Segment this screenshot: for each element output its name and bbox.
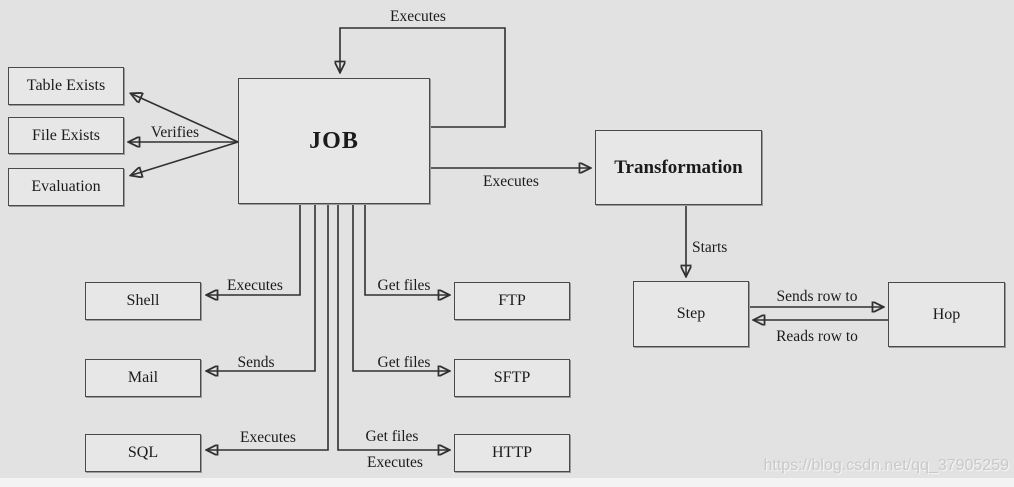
node-http: HTTP: [454, 434, 570, 472]
node-file-exists: File Exists: [8, 117, 124, 154]
node-mail: Mail: [85, 359, 201, 397]
edge-label-sql-executes: Executes: [240, 429, 296, 446]
edge-job-mail: [208, 204, 316, 371]
edge-job-sftp: [352, 204, 448, 371]
csdn-watermark: https://blog.csdn.net/qq_37905259: [763, 457, 1009, 474]
edge-job-table-exists: [132, 94, 239, 143]
node-ftp: FTP: [454, 282, 570, 320]
node-table-exists: Table Exists: [8, 67, 124, 105]
edge-label-reads-row-to: Reads row to: [776, 328, 858, 345]
node-sql: SQL: [85, 434, 201, 472]
bottom-strip: [0, 478, 1014, 487]
node-sftp: SFTP: [454, 359, 570, 397]
edge-label-mail-sends: Sends: [237, 354, 275, 371]
edge-job-http: [337, 204, 448, 450]
edge-label-job-self-executes: Executes: [390, 8, 446, 25]
edge-job-sql: [208, 204, 329, 450]
edge-label-sftp-get-files: Get files: [377, 354, 431, 371]
edge-job-shell: [208, 204, 301, 295]
edge-label-shell-executes: Executes: [227, 277, 283, 294]
node-shell: Shell: [85, 282, 201, 320]
edge-label-http-get-files: Get files: [365, 428, 419, 445]
node-step: Step: [633, 281, 749, 347]
edge-label-ftp-get-files: Get files: [377, 277, 431, 294]
edge-label-starts: Starts: [692, 239, 728, 256]
edge-label-http-executes: Executes: [367, 454, 423, 471]
node-job: JOB: [238, 78, 430, 204]
node-transformation: Transformation: [595, 130, 762, 205]
edge-label-job-transformation-executes: Executes: [483, 173, 539, 190]
edge-job-evaluation: [132, 141, 239, 175]
node-evaluation: Evaluation: [8, 168, 124, 206]
edge-job-self-loop: [340, 27, 506, 128]
edge-label-verifies: Verifies: [150, 124, 200, 141]
edge-label-sends-row-to: Sends row to: [776, 288, 858, 305]
node-hop: Hop: [888, 282, 1005, 347]
edge-job-ftp: [364, 204, 448, 295]
